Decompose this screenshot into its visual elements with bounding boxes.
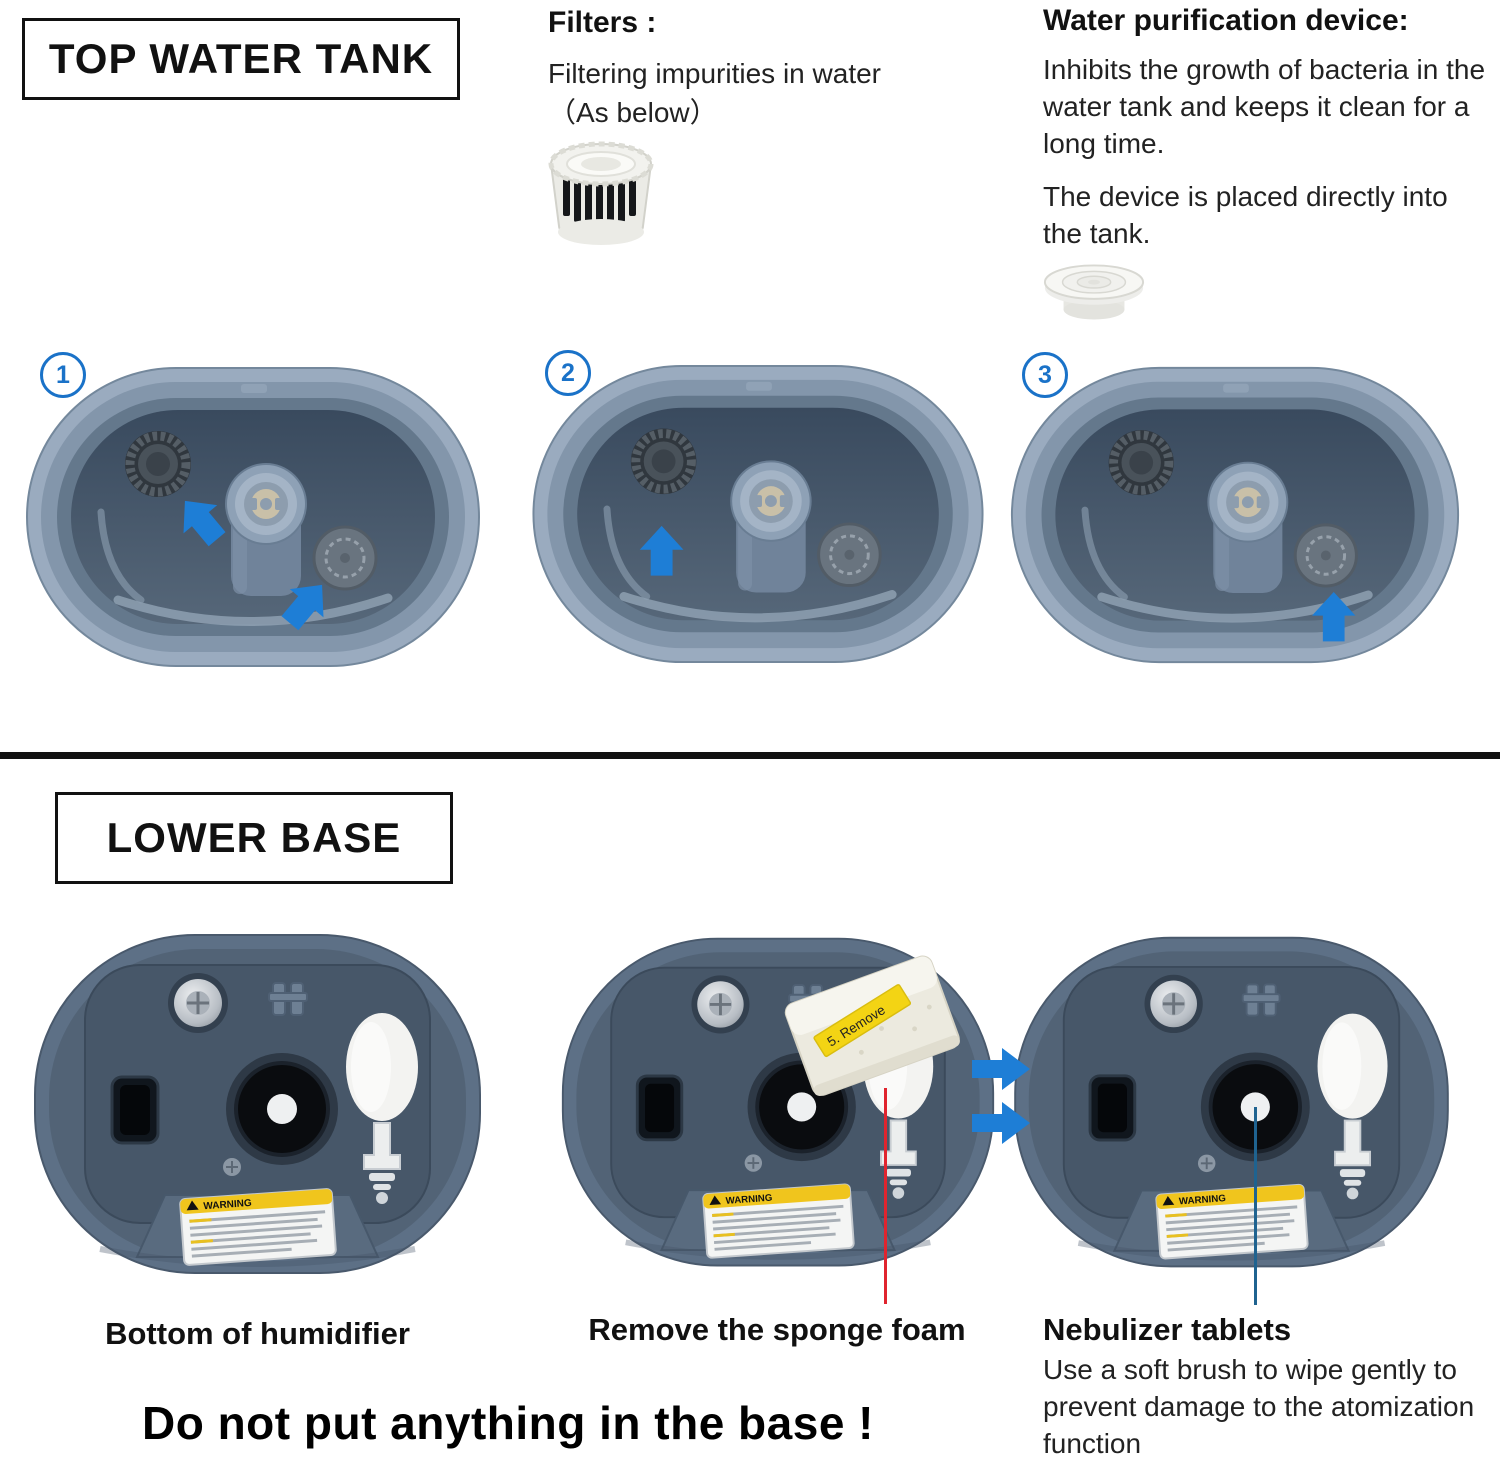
step-2-number: 2 [561,358,575,387]
filters-line2: （As below） [548,96,718,128]
purifier-heading: Water purification device: [1043,4,1409,37]
nebulizer-leader-line [1254,1107,1257,1305]
base-bottom-view-3 [1004,930,1459,1280]
top-section-title-text: TOP WATER TANK [48,35,434,82]
nebulizer-description: Use a soft brush to wipe gently to preve… [1043,1354,1475,1459]
caption-nebulizer-tablets: Nebulizer tablets [1043,1312,1292,1347]
base-bottom-view-2: 5. Remove [558,930,998,1280]
base-warning-text: Do not put anything in the base ! [141,1397,874,1449]
caption-remove-sponge: Remove the sponge foam [588,1312,966,1347]
tank-top-view-2 [528,360,988,668]
purifier-para2: The device is placed directly into the t… [1043,180,1448,249]
section-divider [0,752,1500,759]
step-1-badge: 1 [40,352,86,398]
step-3-number: 3 [1038,360,1052,389]
lower-section-title: LOWER BASE [55,792,453,884]
push-arrow-2 [972,1102,1030,1144]
tank-top-view-1 [22,362,484,672]
step-1-number: 1 [56,360,70,389]
purifier-para1: Inhibits the growth of bacteria in the w… [1043,54,1486,159]
lower-section-title-text: LOWER BASE [106,814,402,861]
sponge-leader-line [884,1088,887,1304]
purifier-block: Water purification device: Inhibits the … [1043,4,1491,253]
base-bottom-view-1 [30,926,485,1288]
tank-top-view-3 [1006,362,1464,668]
filters-block: Filters : Filtering impurities in water … [548,6,978,132]
step-2-badge: 2 [545,350,591,396]
purifier-icon [1043,264,1145,320]
filters-line1: Filtering impurities in water [548,58,881,89]
sponge-foam: 5. Remove [784,955,960,1096]
push-arrow-1 [972,1048,1030,1090]
filters-heading: Filters : [548,6,657,39]
step-3-badge: 3 [1022,352,1068,398]
caption-bottom-of-humidifier: Bottom of humidifier [105,1316,410,1351]
filter-icon [548,141,654,245]
top-section-title: TOP WATER TANK [22,18,460,100]
